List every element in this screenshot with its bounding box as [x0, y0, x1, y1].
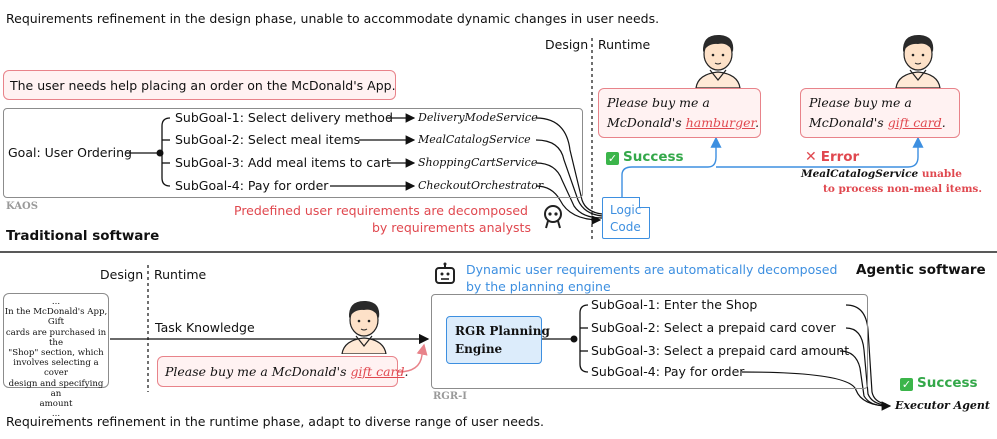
top-subgoal-1: SubGoal-1: Select delivery method: [175, 110, 393, 125]
check-icon: ✓: [606, 152, 619, 165]
bottom-bubble-period: .: [404, 364, 409, 379]
engine-line2: Engine: [455, 342, 503, 356]
planning-robot-icon: [435, 262, 455, 284]
user-need-text: The user needs help placing an order on …: [10, 78, 396, 93]
bubble2-period: .: [941, 115, 946, 130]
top-error-status: ✕Error: [805, 149, 859, 165]
top-error-label: Error: [820, 149, 860, 165]
top-subgoal-4: SubGoal-4: Pay for order: [175, 178, 329, 193]
bottom-subgoal-4: SubGoal-4: Pay for order: [591, 364, 745, 379]
logic-code-line2: Code: [610, 220, 641, 234]
knowledge-line: "Shop" section, which: [8, 348, 104, 359]
knowledge-line: design and specifying an: [8, 378, 104, 399]
check-icon: ✓: [900, 378, 913, 391]
knowledge-line: In the McDonald's App, Gift: [4, 307, 108, 328]
bottom-runtime-label: Runtime: [154, 267, 207, 282]
logic-code-doc: Logic Code: [602, 197, 650, 239]
error-message-line1: MealCatalogService unable: [801, 168, 962, 180]
bottom-request-bubble: Please buy me a McDonald's gift card.: [157, 356, 409, 387]
service-shopping-cart: ShoppingCartService: [418, 156, 538, 169]
bubble1-line2: McDonald's hamburger.: [607, 115, 759, 130]
user-avatar-2: [895, 34, 941, 88]
top-success-label: Success: [623, 149, 684, 165]
bubble1-prefix: McDonald's: [607, 115, 686, 130]
top-runtime-label: Runtime: [598, 37, 651, 52]
executor-agent-label: Executor Agent: [895, 399, 990, 412]
agentic-software-label: Agentic software: [856, 262, 986, 278]
request-bubble-gift-card: Please buy me a McDonald's gift card.: [800, 88, 960, 138]
knowledge-line: amount: [39, 399, 73, 410]
knowledge-line: cards are purchased in the: [5, 327, 107, 348]
logic-code-line1: Logic: [610, 203, 642, 217]
bottom-design-label: Design: [100, 267, 144, 282]
bottom-success-label: Success: [917, 375, 978, 391]
bottom-gift-card-link: gift card: [350, 364, 405, 379]
error-message-line2: to process non-meal items.: [823, 183, 983, 195]
cross-icon: ✕: [805, 149, 817, 165]
analyst-icon: [544, 205, 562, 229]
bottom-subgoal-3: SubGoal-3: Select a prepaid card amount: [591, 343, 850, 358]
error-service-name: MealCatalogService: [801, 168, 919, 180]
goal-label: Goal: User Ordering: [8, 145, 132, 160]
bottom-subgoal-2: SubGoal-2: Select a prepaid card cover: [591, 320, 836, 335]
dynamic-text-line1: Dynamic user requirements are automatica…: [466, 262, 838, 277]
hamburger-link: hamburger: [685, 115, 756, 130]
user-avatar-1: [695, 34, 741, 88]
service-meal-catalog: MealCatalogService: [418, 133, 531, 146]
bubble2-line2: McDonald's gift card.: [809, 115, 946, 130]
knowledge-line: ...: [51, 409, 61, 420]
bubble2-line1: Please buy me a: [809, 95, 912, 110]
knowledge-box: ... In the McDonald's App, Gift cards ar…: [3, 293, 109, 419]
error-msg-part1: unable: [918, 168, 962, 180]
gift-card-link: gift card: [887, 115, 942, 130]
bubble1-period: .: [755, 115, 760, 130]
request-bubble-hamburger: Please buy me a McDonald's hamburger.: [598, 88, 761, 138]
rgr-i-box: [431, 294, 868, 389]
user-need-box: The user needs help placing an order on …: [3, 70, 396, 100]
top-design-label: Design: [545, 37, 589, 52]
knowledge-text: ... In the McDonald's App, Gift cards ar…: [4, 297, 108, 419]
top-success-status: ✓ Success: [606, 149, 684, 165]
knowledge-line: involves selecting a cover: [13, 358, 99, 379]
top-subgoal-2: SubGoal-2: Select meal items: [175, 132, 361, 147]
bottom-success-status: ✓ Success: [900, 375, 978, 391]
top-header: Requirements refinement in the design ph…: [6, 11, 660, 26]
top-subgoal-3: SubGoal-3: Add meal items to cart: [175, 155, 391, 170]
service-delivery: DeliveryModeService: [418, 111, 538, 124]
kaos-box: [3, 108, 583, 198]
bottom-bubble-text: Please buy me a McDonald's gift card.: [165, 364, 409, 379]
bubble2-prefix: McDonald's: [809, 115, 888, 130]
bubble1-line1: Please buy me a: [607, 95, 710, 110]
predefined-text-line2: by requirements analysts: [372, 220, 531, 235]
knowledge-line: ...: [51, 297, 61, 307]
bottom-bubble-prefix: Please buy me a McDonald's: [165, 364, 351, 379]
rgr-i-label: RGR-I: [433, 391, 467, 402]
kaos-label: KAOS: [6, 201, 38, 212]
service-checkout: CheckoutOrchestrator: [418, 179, 544, 192]
bottom-footer: Requirements refinement in the runtime p…: [6, 414, 545, 429]
bottom-subgoal-1: SubGoal-1: Enter the Shop: [591, 297, 758, 312]
traditional-software-label: Traditional software: [6, 228, 160, 244]
doc-fold: [639, 197, 650, 208]
predefined-text-line1: Predefined user requirements are decompo…: [234, 203, 528, 218]
engine-line1: RGR Planning: [455, 324, 550, 338]
rgr-planning-engine: RGR Planning Engine: [446, 316, 550, 364]
user-avatar-3: [341, 300, 387, 354]
dynamic-text-line2: by the planning engine: [466, 279, 611, 294]
task-knowledge-label: Task Knowledge: [155, 320, 255, 335]
